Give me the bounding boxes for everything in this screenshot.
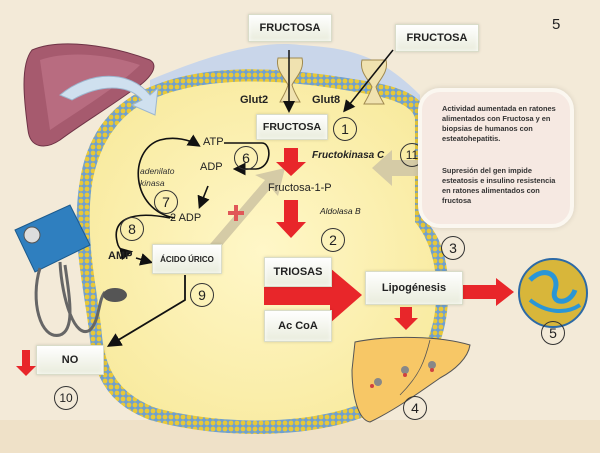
red-arrow-lipogenesis-to-droplet	[462, 278, 514, 306]
red-arrow-lipogenesis-to-liver	[394, 307, 418, 330]
amp-label: AMP	[108, 250, 133, 262]
step-10: 10	[54, 386, 78, 410]
adp-label: ADP	[200, 161, 223, 173]
atp-label: ATP	[203, 136, 224, 148]
lipogenesis-box: Lipogénesis	[365, 271, 463, 305]
uric-acid-to-no-arrow	[106, 275, 186, 347]
red-arrow-no-decrease	[16, 350, 36, 376]
fructosa-box-glut2: FRUCTOSA	[248, 14, 332, 42]
blood-pressure-cuff-icon	[14, 204, 127, 337]
info-box: Actividad aumentada en ratones alimentad…	[418, 88, 574, 228]
adp-to-2adp-arrow	[197, 185, 210, 209]
red-arrow-fructosa-to-f1p	[276, 148, 306, 176]
glut8-label: Glut8	[312, 94, 341, 106]
fructose-1-p-label: Fructosa-1-P	[268, 182, 332, 194]
step-6: 6	[234, 146, 258, 170]
fructokinase-c-label: Fructokinasa C	[312, 150, 385, 161]
grey-inhibition-arrow	[372, 150, 425, 186]
no-box: NO	[36, 345, 104, 375]
step-3: 3	[441, 236, 465, 260]
glut2-transporter-icon	[276, 57, 304, 103]
step-1: 1	[333, 117, 357, 141]
aldolase-b-label: Aldolasa B	[320, 206, 361, 216]
info-increase-text: Actividad aumentada en ratones alimentad…	[442, 104, 556, 143]
two-adp-label: 2 ADP	[170, 212, 202, 224]
adenylate-kinase-label-2: kinasa	[140, 178, 165, 188]
step-9: 9	[190, 283, 214, 307]
fructosa-inside-box: FRUCTOSA	[256, 114, 328, 140]
glut8-arrow	[343, 49, 394, 113]
glut8-transporter-icon	[360, 59, 388, 105]
uric-acid-box: ÁCIDO ÚRICO	[152, 244, 222, 274]
glut2-label: Glut2	[240, 94, 269, 106]
grey-feedback-arrow	[205, 168, 285, 256]
cytoplasm	[89, 81, 437, 421]
red-arrow-to-lipogenesis	[264, 268, 362, 323]
triosas-box: TRIOSAS	[264, 257, 332, 287]
fructosa-box-glut8: FRUCTOSA	[395, 24, 479, 52]
page-number: 5	[552, 16, 561, 33]
ac-coa-box: Ac CoA	[264, 310, 332, 342]
lipid-droplet-icon	[518, 258, 588, 328]
fatty-liver-icon	[351, 336, 471, 423]
2adp-to-amp-arrow	[115, 214, 171, 261]
adenylate-kinase-label-1: adenilato	[140, 166, 175, 176]
step-7: 7	[154, 190, 178, 214]
amp-to-uric-acid-arrow	[135, 253, 154, 266]
step-5: 5	[541, 321, 565, 345]
step-8: 8	[120, 217, 144, 241]
info-suppression-text: Supresión del gen impide esteatosis e in…	[442, 166, 556, 205]
step-4: 4	[403, 396, 427, 420]
step-2: 2	[321, 228, 345, 252]
liver-to-cell-arrow	[59, 75, 159, 116]
atp-adp-cycle-arrow	[224, 142, 270, 176]
adenylate-kinase-arrow	[137, 134, 201, 219]
plus-sign-icon	[228, 205, 244, 221]
red-arrow-f1p-to-triosas	[276, 200, 306, 238]
